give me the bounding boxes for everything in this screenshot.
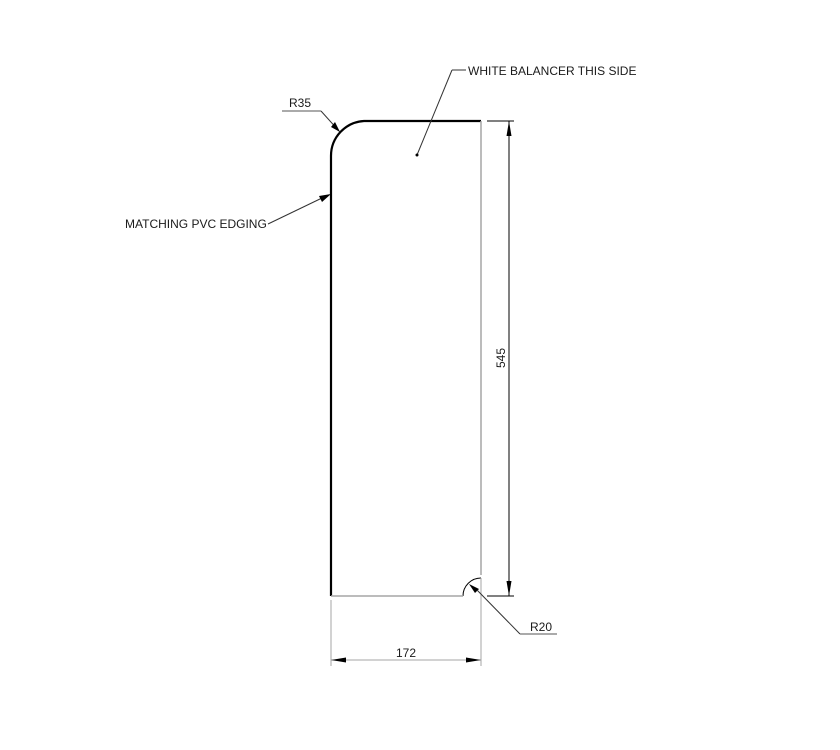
white-balancer-label: WHITE BALANCER THIS SIDE bbox=[468, 64, 636, 78]
pvc-edging-label: MATCHING PVC EDGING bbox=[125, 217, 267, 231]
r35-label: R35 bbox=[289, 96, 311, 110]
r20-cutout-arc bbox=[462, 577, 482, 597]
panel-outline bbox=[329, 119, 482, 597]
pvc-edging-callout: MATCHING PVC EDGING bbox=[125, 194, 331, 231]
r20-callout: R20 bbox=[469, 584, 557, 635]
pvc-edge-left-top bbox=[329, 119, 481, 596]
width-dimension-label: 172 bbox=[396, 646, 416, 660]
height-dimension-label: 545 bbox=[494, 348, 508, 368]
white-balancer-callout: WHITE BALANCER THIS SIDE bbox=[415, 64, 636, 157]
r35-callout: R35 bbox=[282, 96, 340, 132]
r20-label: R20 bbox=[530, 620, 552, 634]
width-dimension: 172 bbox=[331, 646, 481, 663]
height-dimension: 545 bbox=[487, 120, 514, 597]
